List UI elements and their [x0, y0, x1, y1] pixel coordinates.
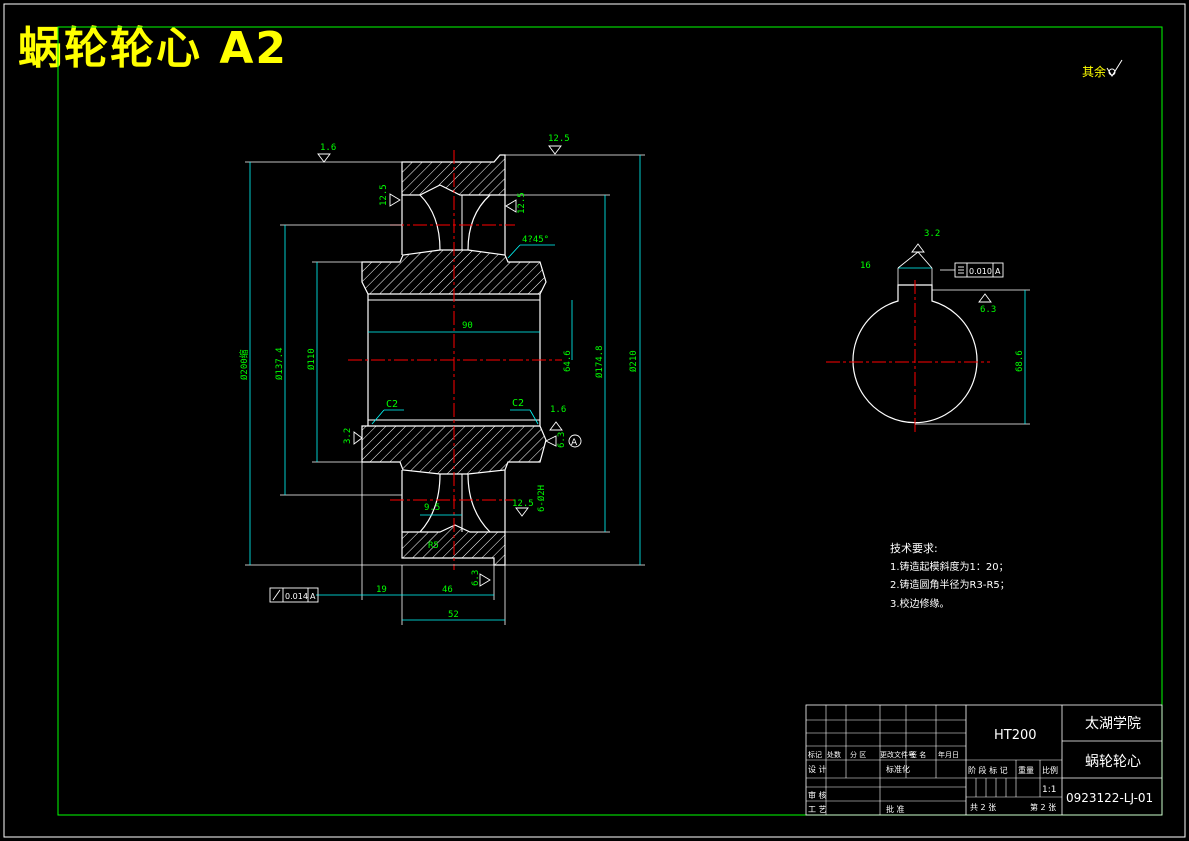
- dim-46: 46: [442, 585, 453, 595]
- rough-3: 12.5: [379, 184, 389, 206]
- radius-r5: R5: [428, 541, 439, 551]
- runout-value: 0.014: [285, 592, 308, 601]
- tb-standard: 标准化: [886, 764, 910, 774]
- tb-school: 太湖学院: [1085, 716, 1141, 732]
- dim-210: Ø210: [628, 350, 639, 372]
- symmetry-value: 0.010: [969, 267, 992, 276]
- tech-item-1: 1.铸造起模斜度为1：20；: [890, 560, 1009, 573]
- tb-part-name: 蜗轮轮心: [1085, 754, 1141, 770]
- tech-requirements: 技术要求: 1.铸造起模斜度为1：20； 2.铸造圆角半径为R3-R5； 3.校…: [890, 542, 1010, 610]
- tb-row-count: 处数: [827, 750, 841, 759]
- tb-approve: 批 准: [886, 804, 905, 814]
- holes-note: 6-Ø2H: [536, 485, 547, 512]
- dim-52: 52: [448, 610, 459, 620]
- dim-174: Ø174.8: [594, 345, 605, 378]
- dim-64: 64.6: [563, 350, 573, 372]
- tb-scale-label: 比例: [1042, 765, 1058, 775]
- key-depth-dim: 68.6: [1015, 350, 1025, 372]
- roughness-else-symbol: [1106, 59, 1123, 77]
- drawing-frame: [57, 26, 1163, 816]
- tb-process: 工 艺: [808, 805, 827, 814]
- rough-7: 6.3: [557, 432, 567, 448]
- rough-4: 12.5: [517, 192, 527, 214]
- chamfer-c2-right: C2: [512, 398, 524, 409]
- rough-8: 12.5: [512, 499, 534, 509]
- tech-item-2: 2.铸造圆角半径为R3-R5；: [890, 578, 1010, 591]
- rough-9: 6.3: [471, 570, 481, 586]
- drawing-title: 蜗轮轮心 A2: [18, 23, 288, 74]
- datum-a-marker: [568, 434, 582, 448]
- rough-1: 1.6: [320, 143, 336, 153]
- datum-a-label: A: [571, 438, 578, 448]
- symmetry-datum: A: [995, 267, 1001, 276]
- chamfer-note: 4?45°: [522, 235, 549, 245]
- tb-design: 设 计: [808, 764, 827, 774]
- bore-outline: [852, 284, 978, 424]
- rough-10: 3.2: [924, 229, 940, 239]
- rough-11: 6.3: [980, 305, 996, 315]
- tech-item-3: 3.校边修缘。: [890, 597, 950, 610]
- tb-row-change: 更改文件号: [880, 750, 915, 759]
- roughness-else-label: 其余: [1082, 64, 1106, 79]
- title-block: [805, 704, 1163, 816]
- tb-review: 审 核: [808, 790, 827, 800]
- tb-drawing-no: 0923122-LJ-01: [1066, 791, 1153, 805]
- dim-137: Ø137.4: [274, 347, 285, 380]
- chamfer-c2-left: C2: [386, 399, 398, 410]
- tb-weight-label: 重量: [1018, 765, 1034, 775]
- dim-90: 90: [462, 321, 473, 331]
- tb-row-date: 年月日: [938, 750, 959, 759]
- dim-outer-diameter: Ø200缩: [238, 349, 250, 380]
- runout-datum: A: [310, 592, 316, 601]
- tb-row-sign: 签 名: [910, 750, 926, 759]
- runout-tolerance-frame: 0.014 A: [269, 587, 319, 603]
- tb-stage-label: 阶 段 标 记: [968, 765, 1008, 775]
- rough-5: 3.2: [343, 428, 353, 444]
- tb-row-zone: 分 区: [850, 750, 866, 759]
- tech-heading: 技术要求:: [890, 542, 938, 555]
- symmetry-tolerance-frame: 0.010 A: [940, 262, 1004, 278]
- tb-sheets-total: 共 2 张: [970, 803, 996, 812]
- dim-9-5: 9.5: [424, 503, 440, 513]
- tb-material: HT200: [994, 728, 1037, 743]
- sheet-border: [3, 3, 1186, 838]
- dim-110: Ø110: [306, 348, 317, 370]
- side-view: 68.6 16 3.2 6.3 0.010 A: [826, 229, 1030, 432]
- section-view: Ø200缩 Ø137.4 Ø110 64.6 Ø174.8 Ø210 90 19…: [238, 134, 645, 625]
- tb-scale: 1:1: [1042, 785, 1056, 795]
- rough-6: 1.6: [550, 405, 566, 415]
- tb-row-mark: 标记: [808, 750, 822, 759]
- dim-19: 19: [376, 585, 387, 595]
- tb-sheet-no: 第 2 张: [1030, 802, 1056, 812]
- rough-2: 12.5: [548, 134, 570, 144]
- key-width-dim: 16: [860, 261, 871, 271]
